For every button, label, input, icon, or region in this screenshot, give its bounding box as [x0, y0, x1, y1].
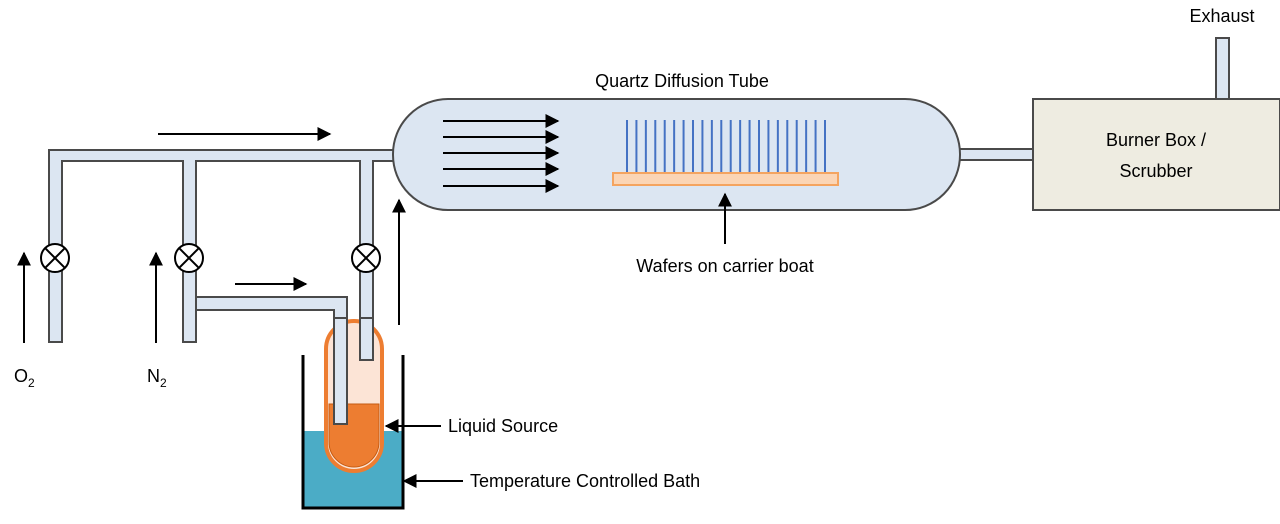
outlet-pipe — [957, 148, 1035, 161]
wafers — [626, 120, 826, 173]
bubbler-outlet-tube — [359, 317, 374, 361]
carrier-boat — [612, 172, 839, 186]
exhaust-stack — [1215, 37, 1230, 101]
valve-icon[interactable] — [351, 243, 381, 273]
burner-box — [1032, 98, 1280, 211]
exhaust-label: Exhaust — [1189, 6, 1254, 26]
bubbler-dip-tube — [333, 317, 348, 425]
tube-flow-arrows — [443, 114, 560, 193]
bath-label: Temperature Controlled Bath — [470, 471, 700, 491]
quartz-tube — [392, 98, 961, 211]
valve-icon[interactable] — [40, 243, 70, 273]
o2-label: O2 — [14, 366, 35, 390]
n2-label: N2 — [147, 366, 167, 390]
burner-label-line1: Burner Box / — [1106, 130, 1206, 150]
valve-icon[interactable] — [174, 243, 204, 273]
burner-label-line2: Scrubber — [1119, 161, 1192, 181]
liquid-label: Liquid Source — [448, 416, 558, 436]
tube-label: Quartz Diffusion Tube — [595, 71, 769, 91]
wafers-label: Wafers on carrier boat — [636, 256, 813, 276]
bath-container — [301, 355, 405, 510]
